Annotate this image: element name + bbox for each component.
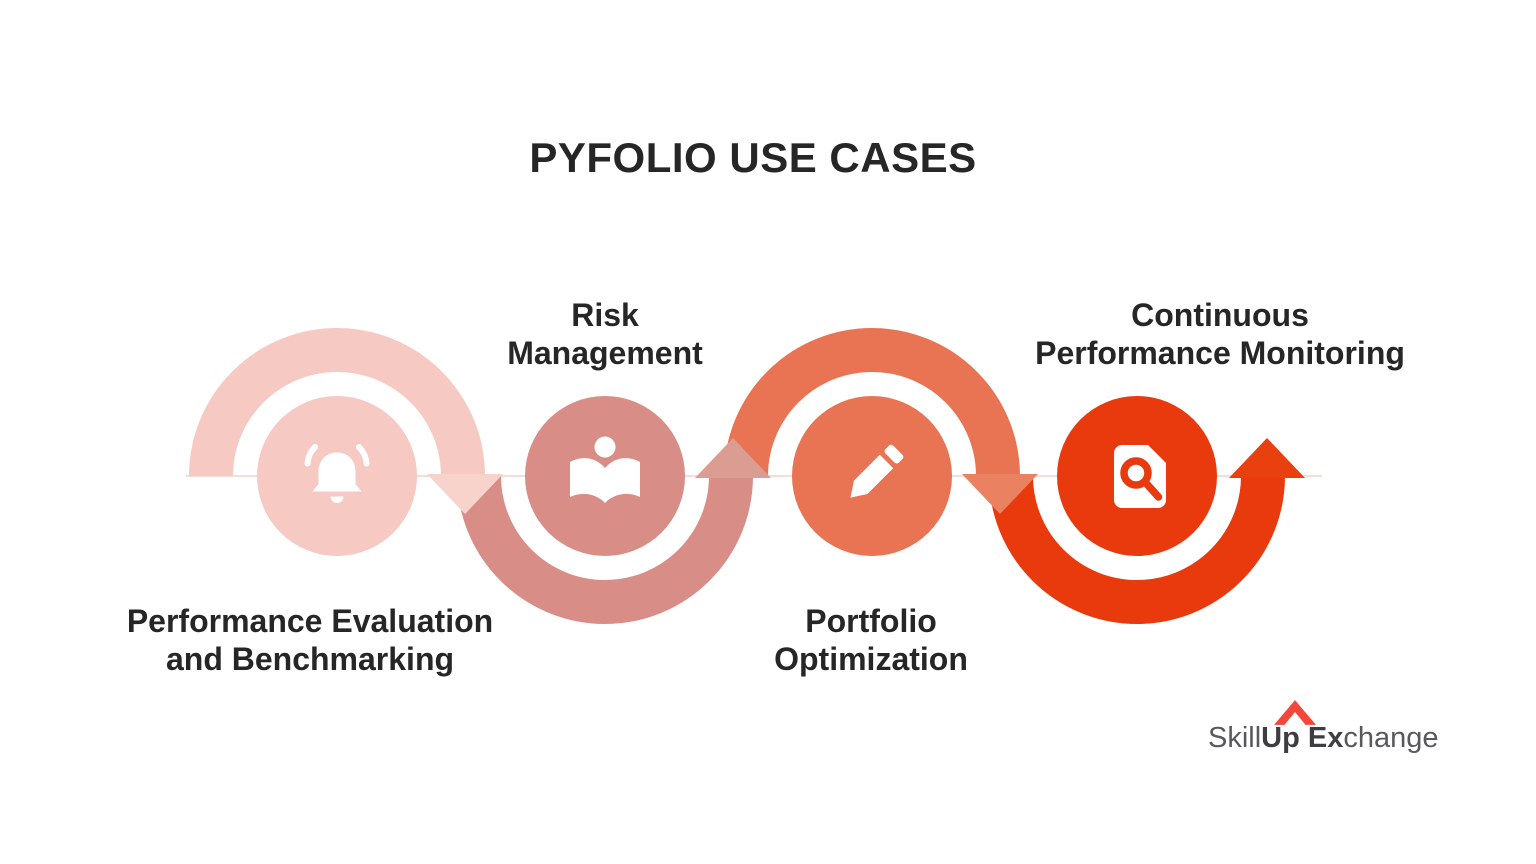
brand-logo: SkillUp Exchange (1208, 700, 1478, 762)
arrow-down-step-1 (427, 474, 503, 514)
document-search-icon (1114, 445, 1166, 508)
magnifier-lens (1120, 457, 1152, 489)
arrow-up-step-2 (695, 438, 771, 478)
pencil-icon (850, 444, 904, 498)
step-label-continuous-performance-monitoring: Continuous Performance Monitoring (1035, 297, 1405, 372)
arc-step-2 (457, 475, 753, 624)
brand-logo-text: SkillUp Exchange (1208, 722, 1439, 755)
roof-icon (1274, 700, 1316, 725)
page-title: PYFOLIO USE CASES (529, 134, 977, 181)
logo-part-ex: Ex (1307, 722, 1344, 754)
step-label-portfolio-optimization: Portfolio Optimization (774, 603, 968, 678)
arrow-up-step-4 (1229, 438, 1305, 478)
arc-step-3 (724, 328, 1020, 477)
logo-part-up: Up (1261, 722, 1300, 754)
magnifier-handle (1141, 478, 1163, 501)
arc-step-4 (989, 475, 1285, 624)
open-book-icon (570, 436, 640, 503)
bell-icon (304, 444, 370, 503)
step-label-performance-evaluation: Performance Evaluation and Benchmarking (126, 603, 494, 678)
arrow-down-step-3 (962, 474, 1038, 514)
step-label-risk-management: Risk Management (507, 297, 703, 372)
logo-part-skill: Skill (1208, 722, 1262, 754)
logo-part-change: change (1343, 722, 1439, 754)
arc-step-1 (189, 328, 485, 477)
